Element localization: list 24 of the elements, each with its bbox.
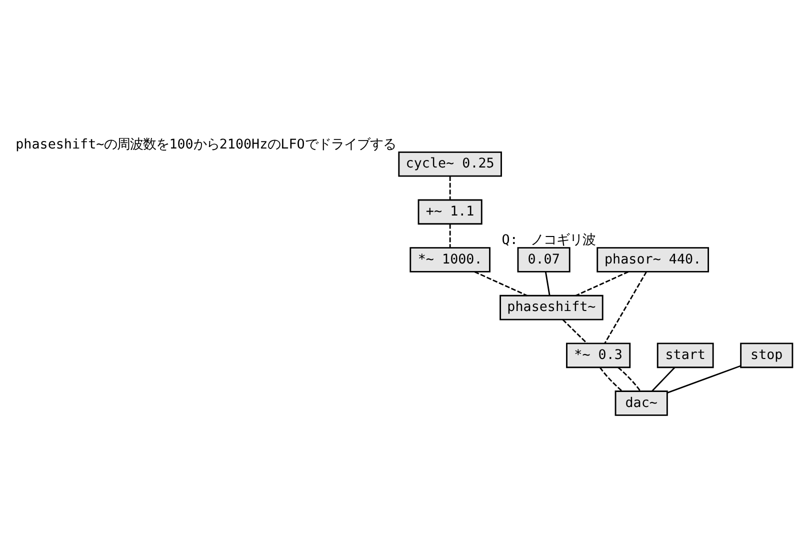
node-box: 0.07	[517, 246, 570, 272]
connector	[544, 271, 550, 296]
node-box: phaseshift~	[500, 294, 604, 320]
node-label: Q:	[502, 232, 518, 248]
connector	[575, 270, 629, 296]
node-box: *~ 1000.	[410, 246, 490, 272]
connector	[599, 366, 623, 392]
node-box: cycle~ 0.25	[398, 150, 502, 176]
node-label: ノコギリ波	[530, 232, 596, 248]
connector	[618, 366, 641, 392]
connector	[651, 366, 676, 392]
connector	[604, 270, 647, 344]
node-box: *~ 0.3	[566, 342, 631, 368]
connector	[562, 318, 588, 344]
connector	[667, 364, 741, 393]
node-label: phaseshift~の周波数を100から2100HzのLFOでドライブする	[16, 137, 396, 152]
connector	[449, 224, 451, 248]
node-box: start	[656, 342, 714, 368]
node-box: phasor~ 440.	[596, 246, 710, 272]
connector	[474, 270, 528, 296]
node-box: dac~	[614, 390, 668, 416]
node-box: stop	[740, 342, 794, 368]
connector	[449, 176, 451, 200]
node-box: +~ 1.1	[418, 198, 482, 224]
